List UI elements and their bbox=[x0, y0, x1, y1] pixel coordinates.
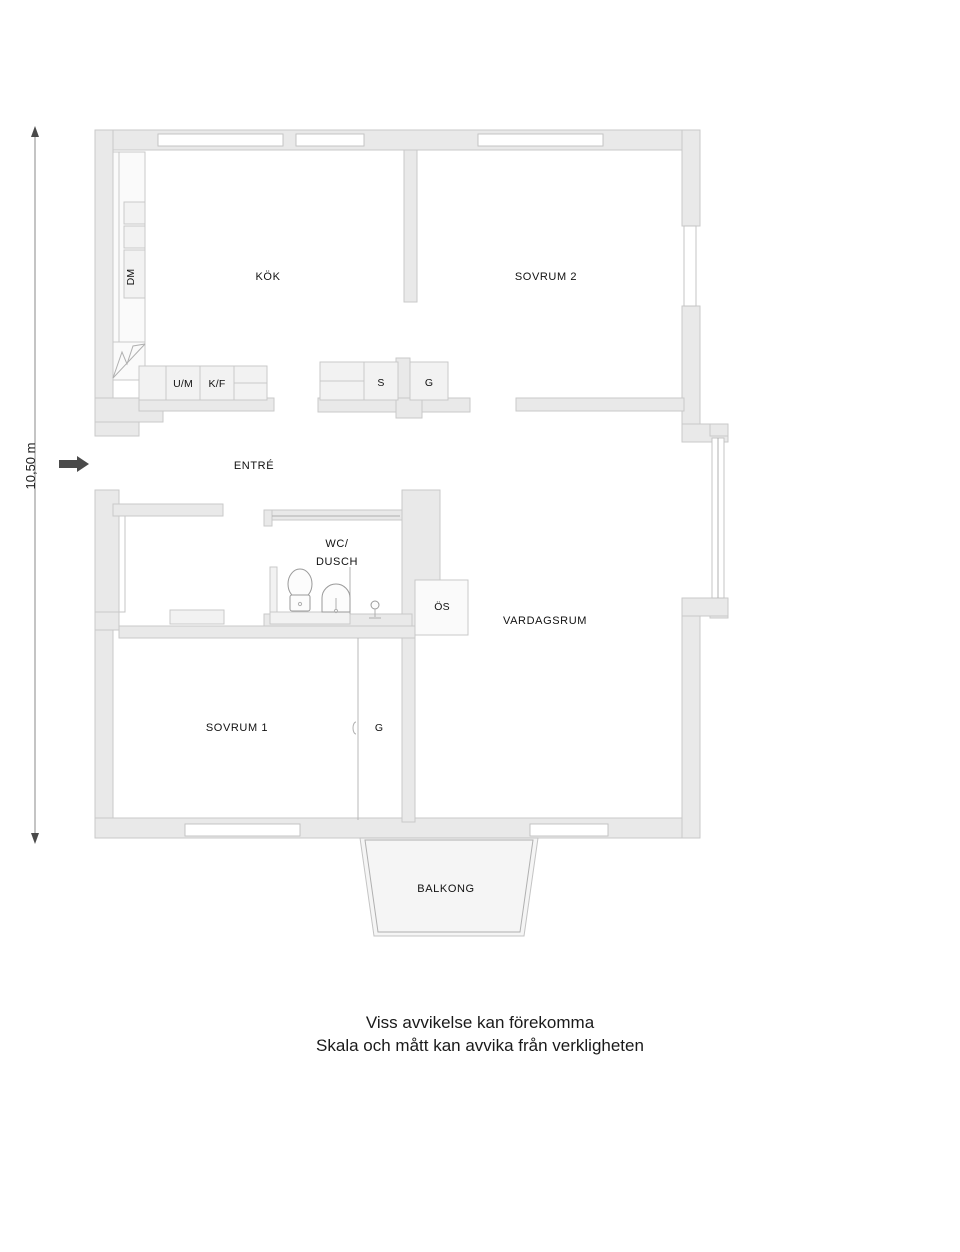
wall-kok-sovrum2 bbox=[403, 149, 418, 303]
counter-seg-a bbox=[233, 365, 268, 384]
os-box bbox=[414, 579, 469, 636]
wall-right-lower bbox=[681, 615, 701, 839]
os-label: ÖS bbox=[434, 601, 450, 613]
os-storage: ÖS bbox=[414, 579, 469, 636]
wall-sovrum1-top bbox=[112, 503, 224, 517]
closet-s-box bbox=[363, 361, 399, 401]
kitchen-appliances-row: U/M K/F bbox=[138, 365, 268, 401]
balcony-slab bbox=[359, 837, 539, 937]
sink-drain bbox=[333, 608, 339, 614]
window-sovrum2-top bbox=[477, 133, 604, 147]
wardrobe-handle-icon bbox=[352, 721, 357, 735]
g1-label: G bbox=[425, 377, 433, 389]
toilet-tank-icon bbox=[289, 594, 311, 612]
sovrum1-label: SOVRUM 1 bbox=[206, 722, 268, 734]
s-label: S bbox=[377, 377, 384, 389]
toilet-detail bbox=[297, 601, 303, 607]
wc-dusch-label-line1: WC/ bbox=[325, 538, 349, 550]
cabinet-dishwasher bbox=[123, 249, 146, 299]
caption-line-2: Skala och mått kan avvika från verklighe… bbox=[316, 1035, 644, 1055]
closet-shelf-lower bbox=[319, 380, 365, 401]
vardagsrum-label: VARDAGSRUM bbox=[503, 615, 587, 627]
wc-counter-base bbox=[269, 611, 351, 625]
cabinet-upper-1 bbox=[123, 201, 146, 225]
room-labels: KÖK SOVRUM 2 ENTRÉ WC/ DUSCH VARDAGSRUM … bbox=[206, 271, 587, 734]
balcony-group: BALKONG bbox=[359, 837, 539, 937]
closet-shelf-upper bbox=[319, 361, 365, 382]
interior-walls bbox=[94, 149, 685, 823]
entrance-arrow bbox=[59, 456, 89, 472]
wall-sovrum1-vardagsrum bbox=[401, 625, 416, 823]
sovrum2-label: SOVRUM 2 bbox=[515, 271, 577, 283]
wall-closet-foot bbox=[395, 397, 423, 419]
dimension-line-left: 10,50 m bbox=[23, 126, 39, 844]
wall-right-jog-bottom bbox=[681, 597, 729, 617]
cooktop-zigzag-icon bbox=[112, 343, 146, 379]
wall-right-jog-col bbox=[709, 423, 729, 437]
counter-seg-b bbox=[233, 382, 268, 401]
dimension-arrow-bottom bbox=[31, 833, 39, 844]
window-kitchen-1 bbox=[157, 133, 284, 147]
g2-label: G bbox=[375, 722, 383, 734]
shower-head-icon bbox=[370, 600, 380, 610]
wall-right-mid bbox=[681, 305, 701, 425]
cooktop-diag bbox=[112, 343, 146, 379]
cabinet-upper-2 bbox=[123, 225, 146, 249]
window-sovrum2-right bbox=[683, 225, 697, 307]
wall-sovrum1-left-foot bbox=[94, 611, 120, 631]
wall-wc-top-nib bbox=[263, 509, 273, 527]
wall-right-upper bbox=[681, 129, 701, 227]
wc-partition-left bbox=[269, 566, 278, 617]
sovrum1-wardrobe: G bbox=[352, 638, 383, 820]
dishwasher-label: DM bbox=[125, 269, 137, 286]
dimension-label: 10,50 m bbox=[23, 443, 38, 490]
window-kitchen-2 bbox=[295, 133, 365, 147]
um-label: U/M bbox=[173, 378, 193, 390]
balcony-rail bbox=[364, 839, 534, 933]
window-sovrum1-bottom bbox=[184, 823, 301, 837]
balkong-label: BALKONG bbox=[417, 883, 474, 895]
entre-label: ENTRÉ bbox=[234, 459, 274, 472]
windows bbox=[112, 133, 725, 837]
closet-g1-box bbox=[409, 361, 449, 401]
kf-label: K/F bbox=[209, 378, 226, 390]
caption-block: Viss avvikelse kan förekomma Skala och m… bbox=[0, 1012, 960, 1058]
wall-sovrum2-bottom bbox=[515, 397, 685, 412]
wc-fixtures bbox=[269, 515, 400, 625]
entry-closets: S G bbox=[319, 361, 449, 401]
wall-wc-top bbox=[263, 509, 413, 521]
wc-dusch-label-line2: DUSCH bbox=[316, 556, 358, 568]
wall-left-upper bbox=[94, 129, 114, 437]
wall-sovrum1-ceiling bbox=[118, 625, 416, 639]
radiators bbox=[169, 609, 225, 625]
window-vardagsrum-bottom bbox=[529, 823, 609, 837]
dimension-arrow-top bbox=[31, 126, 39, 137]
radiator-sovrum1 bbox=[169, 609, 225, 625]
caption-line-1: Viss avvikelse kan förekomma bbox=[365, 1013, 595, 1032]
kitchen-cabinets-left: DM bbox=[112, 151, 146, 381]
kok-label: KÖK bbox=[255, 271, 280, 283]
wall-kok-entry-stub2 bbox=[94, 421, 140, 437]
